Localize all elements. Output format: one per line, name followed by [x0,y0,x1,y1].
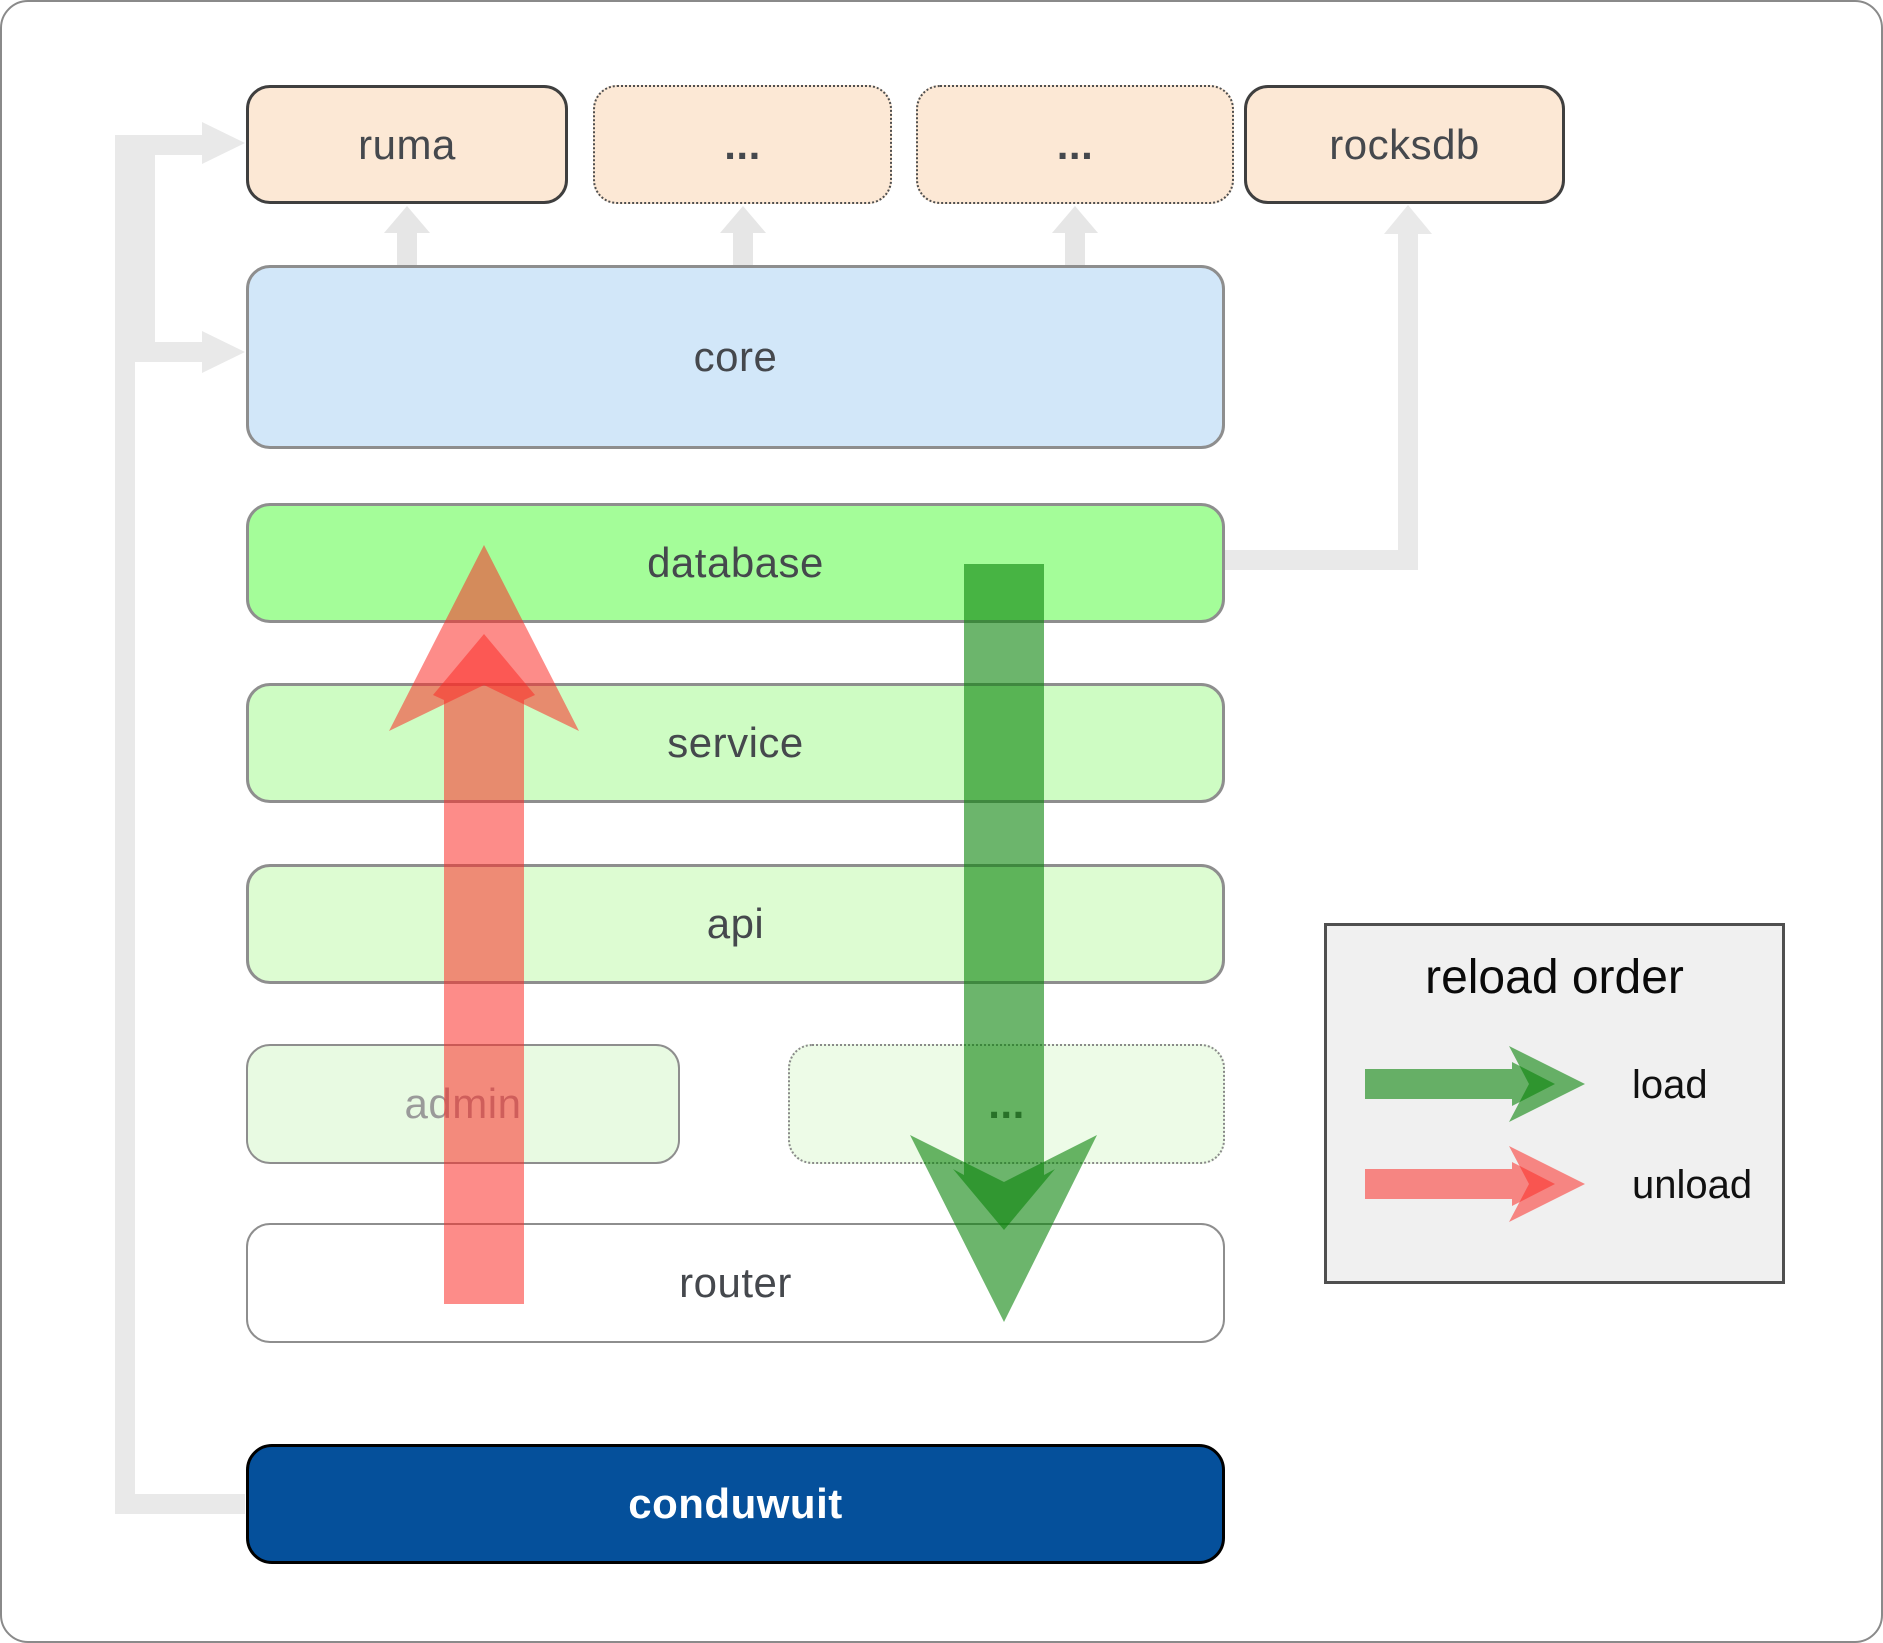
node-service: service [246,683,1225,803]
node-conduwuit: conduwuit [246,1444,1225,1564]
node-router: router [246,1223,1225,1343]
node-ellipsis-2: ... [916,85,1234,204]
arrow-core-to-ellipsis-1 [720,206,766,265]
node-conduwuit-label: conduwuit [628,1480,843,1527]
node-ellipsis-1: ... [593,85,892,204]
connector-conduwuit-to-core [135,155,245,373]
arrowhead-into-core [202,331,245,373]
node-core-label: core [693,333,778,380]
arrowhead-into-ruma [202,122,245,164]
legend-unload-label: unload [1632,1163,1753,1207]
node-database-label: database [647,539,824,586]
node-database: database [246,503,1225,623]
connector-database-to-rocksdb [1225,205,1432,570]
node-ellipsis-1-label: ... [724,120,761,168]
arrowhead-into-rocksdb [1384,205,1432,234]
node-api: api [246,864,1225,984]
node-ruma: ruma [246,85,568,204]
node-service-label: service [667,719,804,766]
arrow-core-to-ellipsis-2 [1052,206,1098,265]
node-core: core [246,265,1225,449]
node-ellipsis-3-label: ... [988,1080,1025,1127]
node-admin-label: admin [404,1080,522,1127]
node-router-label: router [679,1259,792,1306]
legend-reload-order: reload order load unload [1324,923,1785,1284]
node-admin: admin [246,1044,680,1164]
legend-title: reload order [1425,951,1684,1004]
node-rocksdb: rocksdb [1244,85,1565,204]
node-ruma-label: ruma [358,120,456,168]
connector-conduwuit-to-ruma [115,122,245,1514]
legend-load-label: load [1632,1063,1708,1107]
node-ellipsis-3: ... [788,1044,1225,1164]
node-api-label: api [706,900,765,947]
node-rocksdb-label: rocksdb [1329,120,1480,168]
arrow-core-to-ruma [384,206,430,265]
node-ellipsis-2-label: ... [1056,120,1094,168]
